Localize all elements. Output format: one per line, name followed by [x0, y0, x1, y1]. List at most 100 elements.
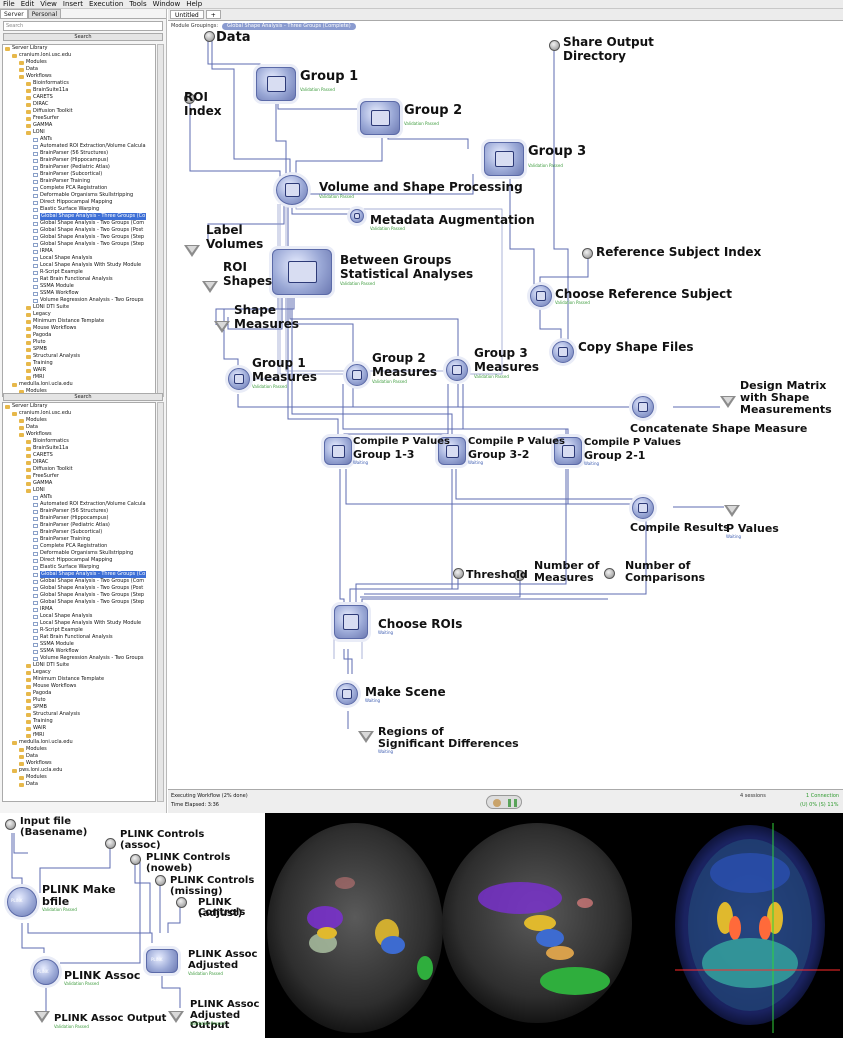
- tree-workflow[interactable]: Global Shape Analysis - Two Groups (Step: [3, 241, 155, 248]
- tree-folder[interactable]: Pluto: [3, 697, 155, 704]
- tree-folder[interactable]: Minimum Distance Template: [3, 676, 155, 683]
- tree-folder[interactable]: Bioinformatics: [3, 80, 155, 87]
- tree-workflow[interactable]: IRMA: [3, 606, 155, 613]
- tree-folder[interactable]: Modules: [3, 417, 155, 424]
- regions-output[interactable]: [358, 731, 374, 743]
- tree-folder[interactable]: cranium.loni.usc.edu: [3, 52, 155, 59]
- tree-workflow[interactable]: Global Shape Analysis - Two Groups (Post: [3, 227, 155, 234]
- tree-folder[interactable]: SPMB: [3, 346, 155, 353]
- menu-window[interactable]: Window: [152, 0, 181, 8]
- workflow-canvas[interactable]: Untitled + Module Groupings: Global Shap…: [168, 9, 843, 813]
- tree-workflow[interactable]: Deformable Organisms Skullstripping: [3, 550, 155, 557]
- tab-personal[interactable]: Personal: [27, 9, 62, 18]
- tree-workflow[interactable]: Global Shape Analysis - Two Groups (Com: [3, 220, 155, 227]
- tree-folder[interactable]: Mouse Workflows: [3, 325, 155, 332]
- tree-folder[interactable]: cranium.loni.usc.edu: [3, 410, 155, 417]
- stop-icon[interactable]: [493, 799, 501, 807]
- tree-folder[interactable]: medulla.loni.ucla.edu: [3, 739, 155, 746]
- tree-workflow[interactable]: Rat Brain Functional Analysis: [3, 634, 155, 641]
- tree-workflow[interactable]: Local Shape Analysis With Study Module: [3, 262, 155, 269]
- tree-folder[interactable]: pws.loni.ucla.edu: [3, 767, 155, 774]
- assoc-node[interactable]: [33, 959, 59, 985]
- tree-workflow[interactable]: Deformable Organisms Skullstripping: [3, 192, 155, 199]
- tree-folder[interactable]: Data: [3, 753, 155, 760]
- roi-shapes-output[interactable]: [202, 281, 218, 293]
- tree-folder[interactable]: Modules: [3, 388, 155, 395]
- menu-file[interactable]: File: [3, 0, 15, 8]
- tree-folder[interactable]: Pluto: [3, 339, 155, 346]
- tree-folder[interactable]: Bioinformatics: [3, 438, 155, 445]
- design-matrix-output[interactable]: [720, 396, 736, 408]
- tree-folder[interactable]: Structural Analysis: [3, 711, 155, 718]
- group3-node[interactable]: [484, 142, 524, 176]
- search-button-2[interactable]: Search: [3, 393, 163, 401]
- tab-untitled[interactable]: Untitled: [170, 10, 204, 19]
- choose-rois-node[interactable]: [334, 605, 368, 639]
- tree-workflow[interactable]: Complete PCA Registration: [3, 543, 155, 550]
- group1-node[interactable]: [256, 67, 296, 101]
- tree-workflow[interactable]: BrainParser (Subcortical): [3, 529, 155, 536]
- tree-workflow[interactable]: Rat Brain Functional Analysis: [3, 276, 155, 283]
- search-button[interactable]: Search: [3, 33, 163, 41]
- add-tab-button[interactable]: +: [205, 10, 221, 19]
- input-node[interactable]: [5, 819, 16, 830]
- menu-edit[interactable]: Edit: [20, 0, 35, 8]
- tree-folder[interactable]: Structural Analysis: [3, 353, 155, 360]
- cpv32-node[interactable]: [438, 437, 466, 465]
- menu-execution[interactable]: Execution: [88, 0, 124, 8]
- tree-workflow[interactable]: Direct Hippocampal Mapping: [3, 199, 155, 206]
- tree-workflow[interactable]: BrainParser (56 Structures): [3, 150, 155, 157]
- menu-tools[interactable]: Tools: [129, 0, 147, 8]
- tree-workflow[interactable]: BrainParser (56 Structures): [3, 508, 155, 515]
- tree-workflow[interactable]: SSMA Module: [3, 283, 155, 290]
- tree-workflow[interactable]: Global Shape Analysis - Two Groups (Step: [3, 234, 155, 241]
- concat-shape-node[interactable]: [632, 396, 654, 418]
- share-output-node[interactable]: [549, 40, 560, 51]
- tree-workflow[interactable]: Complete PCA Registration: [3, 185, 155, 192]
- between-groups-node[interactable]: [272, 249, 332, 295]
- tree-folder[interactable]: Workflows: [3, 431, 155, 438]
- groupings-value[interactable]: Global Shape Analysis - Three Groups (Co…: [222, 22, 356, 30]
- tree-folder[interactable]: BrainSuite11a: [3, 87, 155, 94]
- assoc-adj-node[interactable]: [146, 949, 178, 973]
- execution-controls[interactable]: [486, 795, 522, 809]
- tree-workflow[interactable]: Global Shape Analysis - Two Groups (Step: [3, 599, 155, 606]
- tree-workflow[interactable]: BrainParser Training: [3, 178, 155, 185]
- compile-results-node[interactable]: [632, 497, 654, 519]
- cpv13-node[interactable]: [324, 437, 352, 465]
- num-measures-node[interactable]: [514, 570, 525, 581]
- tree-folder[interactable]: Mouse Workflows: [3, 683, 155, 690]
- g3-measures-node[interactable]: [446, 359, 468, 381]
- tree-workflow[interactable]: ANTs: [3, 494, 155, 501]
- metadata-node[interactable]: [350, 209, 364, 223]
- tree-folder[interactable]: Workflows: [3, 760, 155, 767]
- tree-folder[interactable]: Diffusion Toolkit: [3, 108, 155, 115]
- tree-workflow[interactable]: SSMA Workflow: [3, 648, 155, 655]
- menu-insert[interactable]: Insert: [62, 0, 83, 8]
- tree-folder[interactable]: fMRI: [3, 374, 155, 381]
- make-scene-node[interactable]: [336, 683, 358, 705]
- tree-folder[interactable]: LONI DTI Suite: [3, 304, 155, 311]
- g2-measures-node[interactable]: [346, 364, 368, 386]
- tree-workflow[interactable]: Local Shape Analysis: [3, 613, 155, 620]
- search-input[interactable]: Search: [3, 21, 163, 31]
- tree-workflow[interactable]: Direct Hippocampal Mapping: [3, 557, 155, 564]
- roi-index-node[interactable]: [184, 93, 195, 104]
- tree-folder[interactable]: SPMB: [3, 704, 155, 711]
- p-values-output[interactable]: [724, 505, 740, 517]
- volume-shape-node[interactable]: [276, 175, 308, 205]
- tree-workflow[interactable]: BrainParser (Subcortical): [3, 171, 155, 178]
- tree-folder[interactable]: FreeSurfer: [3, 115, 155, 122]
- copy-shape-files-node[interactable]: [552, 341, 574, 363]
- tree-folder[interactable]: Pagoda: [3, 690, 155, 697]
- tree-folder[interactable]: BrainSuite11a: [3, 445, 155, 452]
- make-bfile-node[interactable]: [7, 887, 37, 917]
- tree-workflow[interactable]: BrainParser Training: [3, 536, 155, 543]
- tree-workflow[interactable]: Global Shape Analysis - Three Groups (Co: [3, 571, 155, 578]
- tree-workflow[interactable]: Volume Regression Analysis - Two Groups: [3, 297, 155, 304]
- tree-folder[interactable]: Modules: [3, 774, 155, 781]
- tree-folder[interactable]: Minimum Distance Template: [3, 318, 155, 325]
- tree-workflow[interactable]: SSMA Workflow: [3, 290, 155, 297]
- tree-folder[interactable]: Pagoda: [3, 332, 155, 339]
- tree-workflow[interactable]: ANTs: [3, 136, 155, 143]
